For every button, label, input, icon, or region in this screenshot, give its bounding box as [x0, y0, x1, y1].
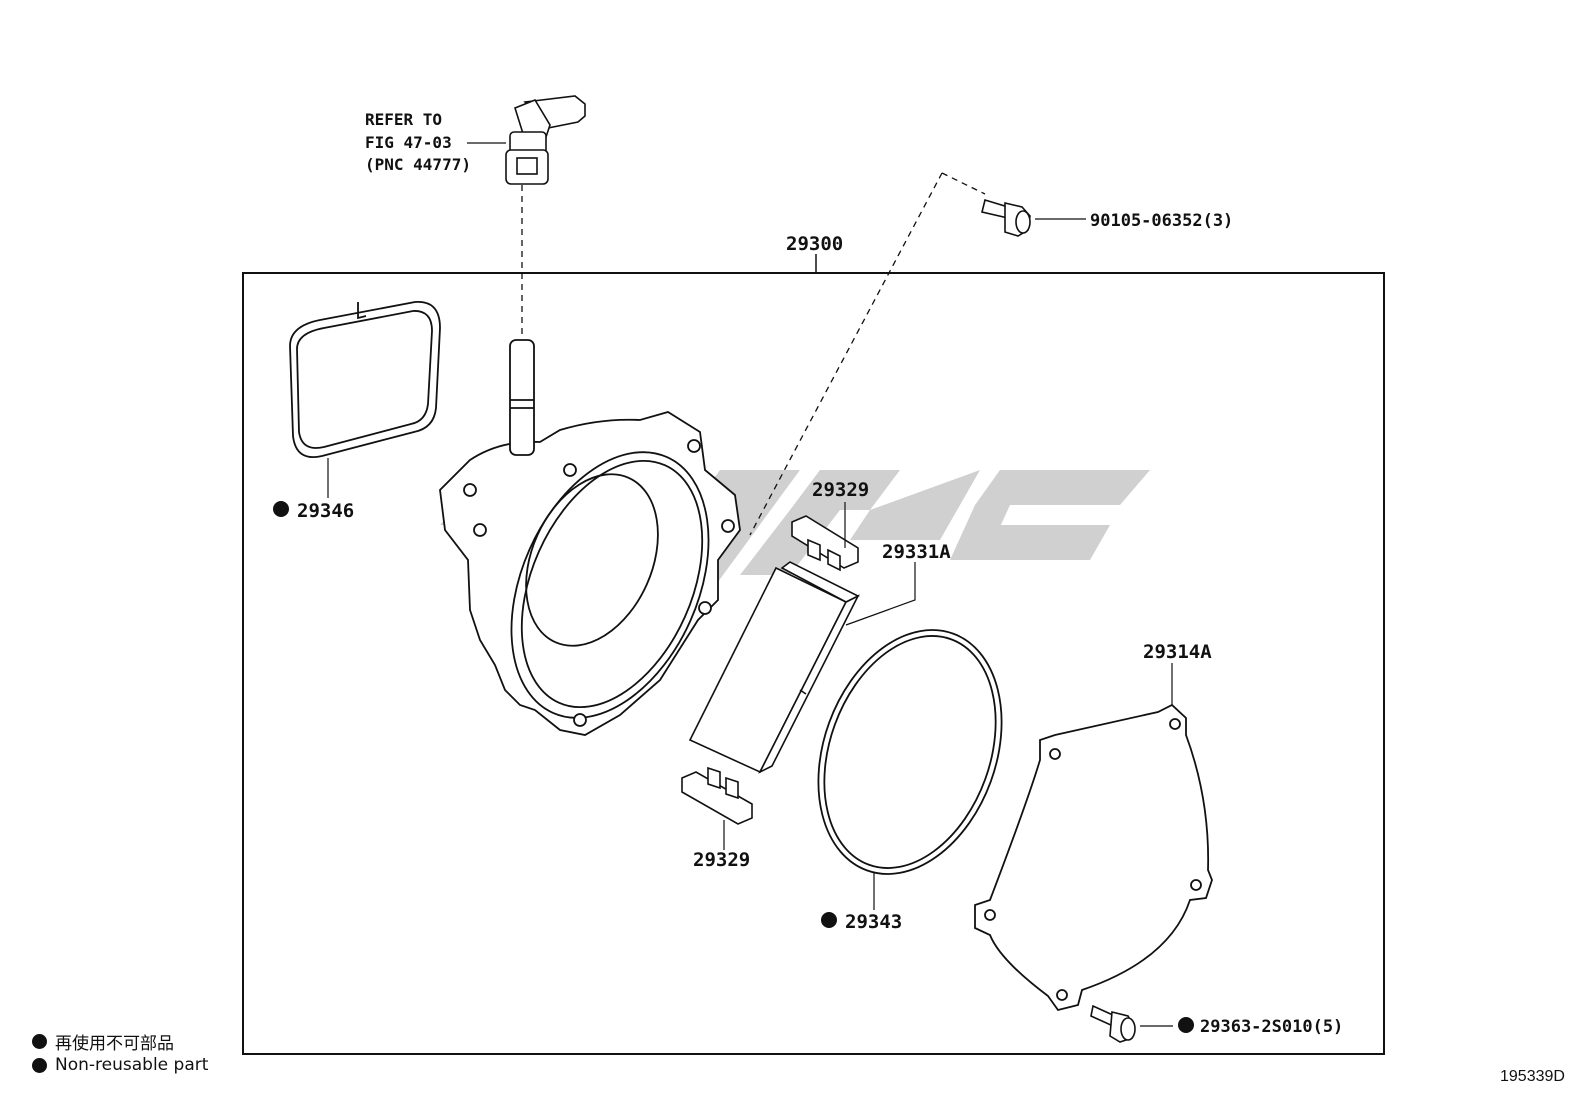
bracket-bottom-part: [681, 766, 753, 825]
callout-gasket-square: 29346: [297, 500, 354, 522]
callout-screw: 29363-2S010(5): [1200, 1017, 1343, 1037]
bolt-dash-line-2: [749, 172, 943, 536]
bolt-part: [981, 198, 1031, 237]
drawing-number: 195339D: [1500, 1068, 1565, 1085]
screw-part: [1090, 1004, 1136, 1043]
callout-plate: 29314A: [1143, 641, 1212, 663]
legend-english: Non-reusable part: [32, 1055, 208, 1075]
o-ring-part: [817, 629, 1003, 875]
callout-o-ring: 29343: [845, 911, 902, 933]
legend-dot-icon: [32, 1057, 47, 1073]
vane-leader: [845, 562, 916, 626]
callout-assembly: 29300: [786, 233, 843, 255]
nonreusable-dot-screw: [1178, 1017, 1194, 1033]
assembly-box: [242, 272, 1385, 1055]
refer-line-2: FIG 47-03: [365, 133, 452, 152]
callout-bracket-bottom: 29329: [693, 849, 750, 871]
legend-english-text: Non-reusable part: [55, 1055, 209, 1075]
refer-line-1: REFER TO: [365, 110, 442, 129]
hose-connector-part: [505, 95, 586, 185]
vane-part: [688, 561, 860, 774]
callout-bracket-top: 29329: [812, 479, 869, 501]
refer-line-3: (PNC 44777): [365, 155, 471, 174]
nonreusable-dot-29343: [821, 912, 837, 928]
legend-dot-icon: [32, 1034, 47, 1049]
pump-housing-part: [439, 339, 741, 736]
legend-japanese: 再使用不可部品: [32, 1029, 174, 1054]
callout-bolt: 90105-06352(3): [1090, 211, 1233, 231]
callout-vane: 29331A: [882, 541, 951, 563]
square-gasket-part: [289, 301, 441, 458]
plate-part: [974, 703, 1213, 1012]
nonreusable-dot-29346: [273, 501, 289, 517]
bolt-dash-line: [941, 172, 986, 195]
legend-japanese-text: 再使用不可部品: [55, 1034, 174, 1054]
bracket-top-part: [791, 515, 859, 572]
